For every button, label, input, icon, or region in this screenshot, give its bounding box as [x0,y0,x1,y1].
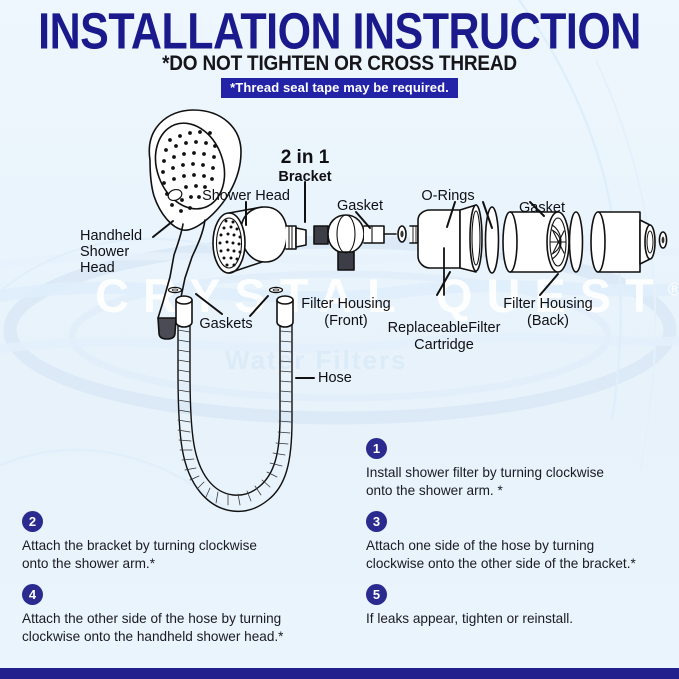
step-4: 4 Attach the other side of the hose by t… [22,584,322,645]
filter-housing-front-illustration [409,204,483,273]
step-2-text: Attach the bracket by turning clockwise … [22,538,257,571]
filter-housing-back-illustration [590,211,656,273]
thread-seal-note-badge: *Thread seal tape may be required. [221,78,458,98]
step-4-badge: 4 [22,584,43,605]
gasket-front-illustration [397,225,407,243]
step-3-badge: 3 [366,511,387,532]
shower-head-illustration [212,206,307,274]
step-4-text: Attach the other side of the hose by tur… [22,611,284,644]
bracket-illustration [313,214,397,271]
note-banner-wrap: *Thread seal tape may be required. [0,78,679,98]
handheld-shower-head-illustration [148,109,242,340]
step-1-badge: 1 [366,438,387,459]
step-1: 1 Install shower filter by turning clock… [366,438,651,499]
page-subtitle: *DO NOT TIGHTEN OR CROSS THREAD [162,52,517,76]
page-title: INSTALLATION INSTRUCTION [38,3,641,61]
leader-lines [152,181,559,379]
step-5-text: If leaks appear, tighten or reinstall. [366,611,574,626]
gasket-back-illustration [658,231,668,249]
bottom-accent-bar [0,668,679,679]
step-1-text: Install shower filter by turning clockwi… [366,465,604,498]
step-3: 3 Attach one side of the hose by turning… [366,511,666,572]
step-2: 2 Attach the bracket by turning clockwis… [22,511,322,572]
o-ring-left-illustration [484,206,500,274]
replaceable-filter-cartridge-illustration [502,211,570,273]
o-ring-right-illustration [568,211,584,273]
step-2-badge: 2 [22,511,43,532]
hose-gaskets-illustration [167,286,284,294]
step-3-text: Attach one side of the hose by turning c… [366,538,636,571]
step-5-badge: 5 [366,584,387,605]
step-5: 5 If leaks appear, tighten or reinstall. [366,584,666,628]
hose-illustration [175,295,294,512]
